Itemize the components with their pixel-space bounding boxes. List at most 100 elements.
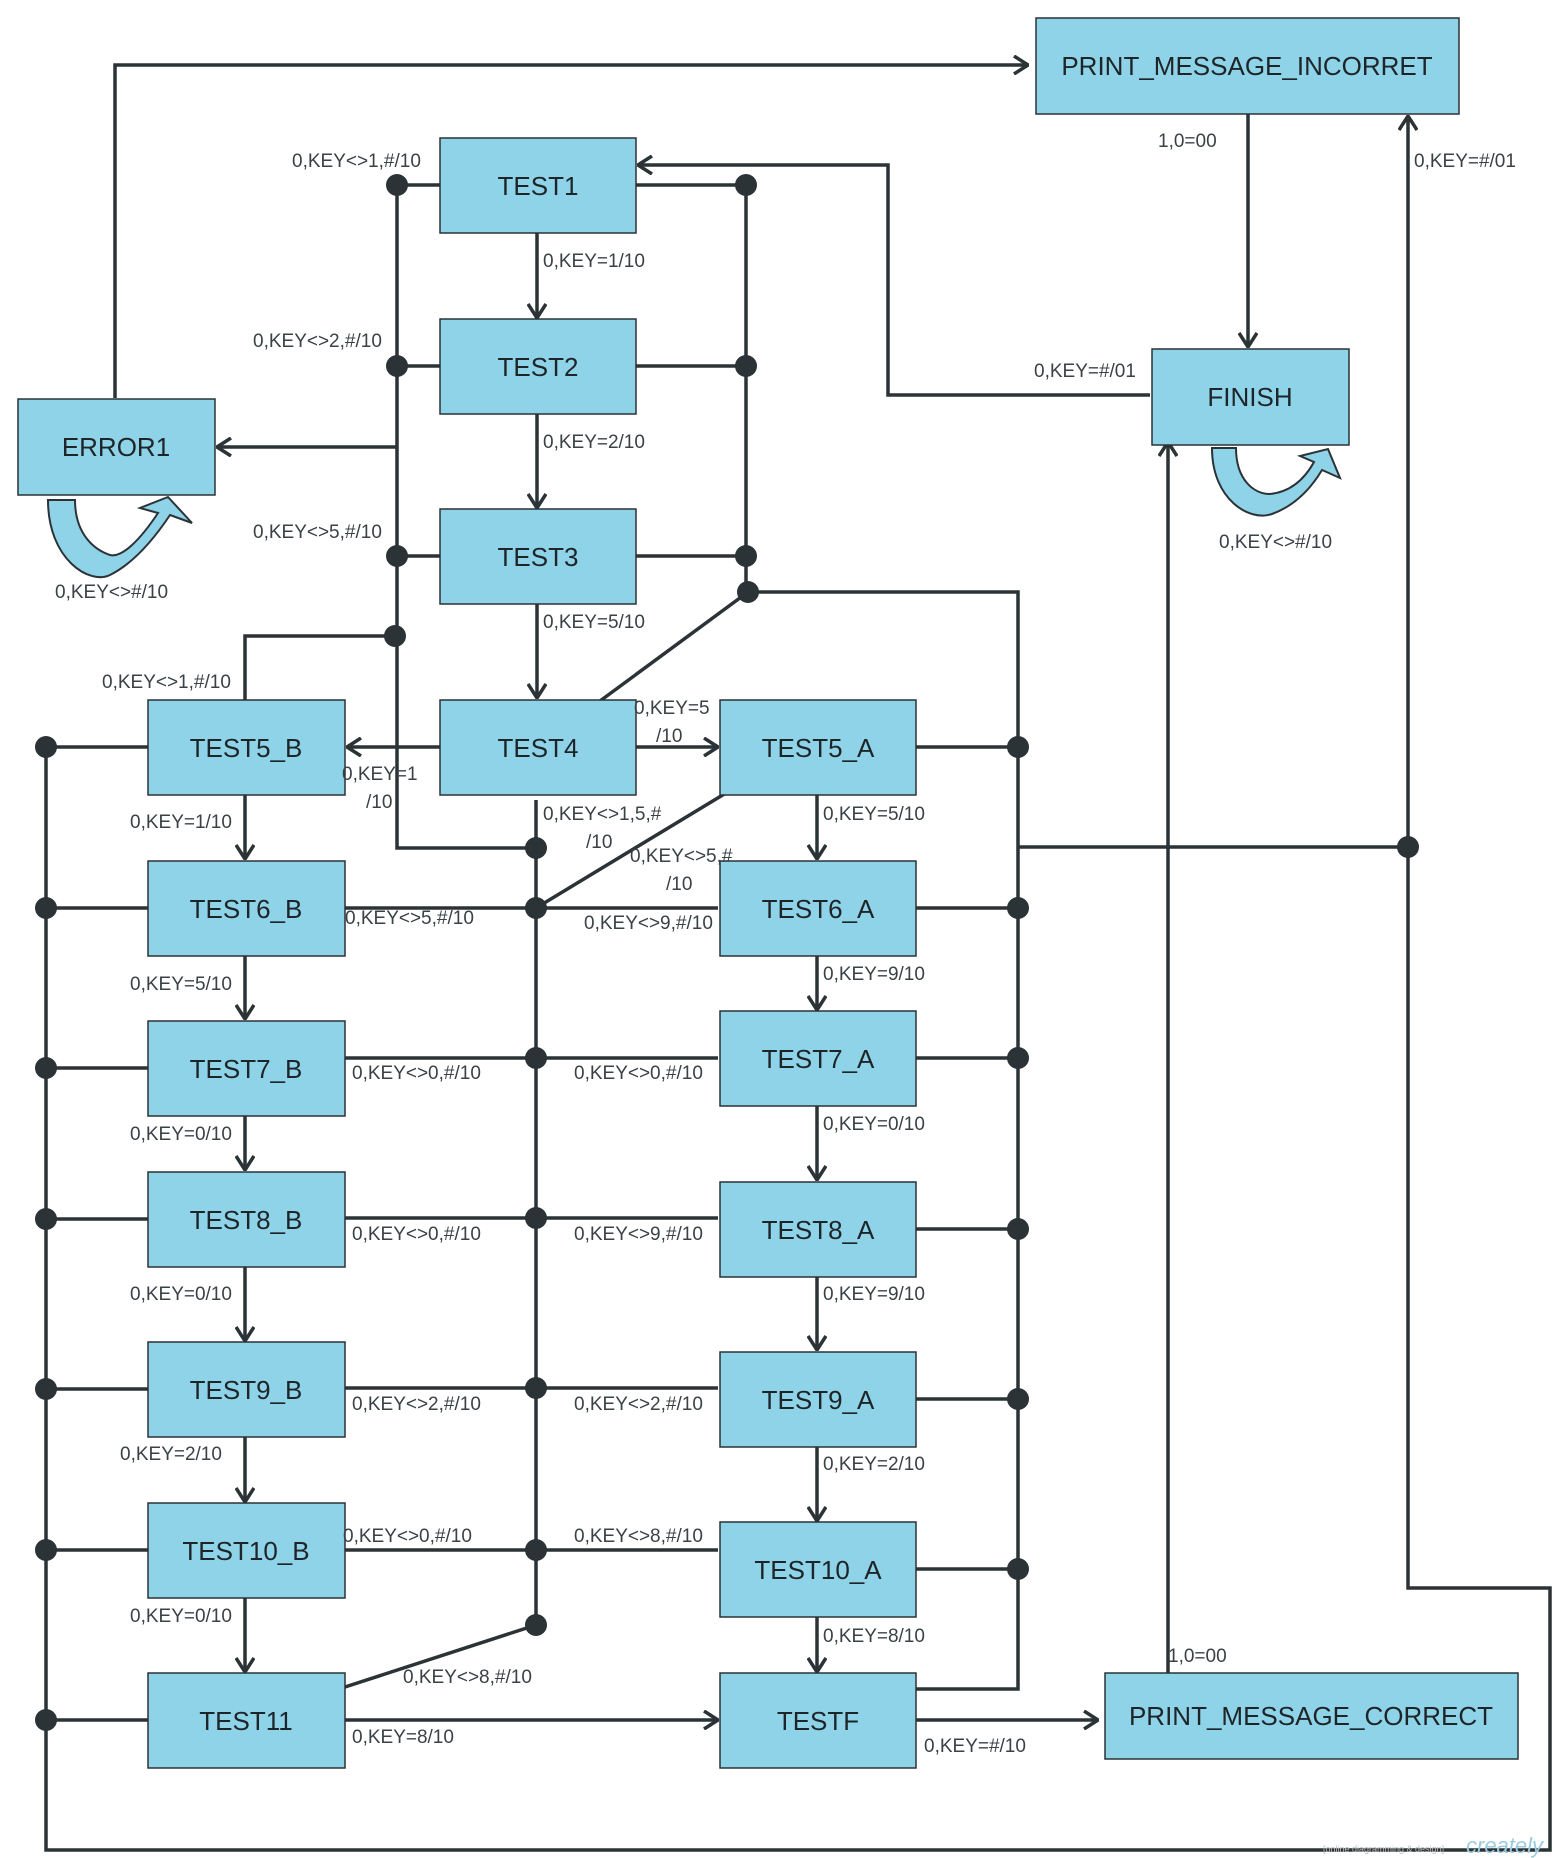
transition-label: 0,KEY<>0,#/10 (352, 1063, 481, 1084)
state-test9-a[interactable]: TEST9_A (719, 1351, 917, 1448)
connectors (44, 65, 1552, 1852)
state-test6-b[interactable]: TEST6_B (147, 860, 346, 957)
transition-label: 0,KEY=8/10 (823, 1626, 925, 1647)
junction-dot (35, 1057, 57, 1079)
transition-label: 0,KEY=1 (342, 764, 418, 785)
transition-label: 0,KEY=0/10 (130, 1606, 232, 1627)
transition-label: 0,KEY<>0,#/10 (343, 1526, 472, 1547)
junction-dot (1007, 1047, 1029, 1069)
state-test7-a[interactable]: TEST7_A (719, 1010, 917, 1107)
junction-dot (1007, 1218, 1029, 1240)
state-test2[interactable]: TEST2 (439, 318, 637, 415)
state-test1[interactable]: TEST1 (439, 137, 637, 234)
t4-diag-to-right-bus (598, 590, 750, 703)
state-label: TEST4 (498, 733, 579, 763)
state-label: TEST6_B (190, 894, 303, 924)
junction-dot (525, 1614, 547, 1636)
state-testf[interactable]: TESTF (719, 1672, 917, 1769)
transition-label: 0,KEY=#/01 (1414, 151, 1516, 172)
transition-label: 0,KEY=0/10 (823, 1114, 925, 1135)
state-test10-a[interactable]: TEST10_A (719, 1521, 917, 1618)
state-label: TEST7_A (762, 1044, 875, 1074)
upper-left-bus (395, 185, 536, 850)
junction-dot (384, 625, 406, 647)
transition-label: 0,KEY=9/10 (823, 1284, 925, 1305)
transition-label: 0,KEY<>5,# (630, 846, 733, 867)
state-label: TEST8_A (762, 1215, 875, 1245)
transition-label: 0,KEY=5/10 (543, 612, 645, 633)
transition-label: 0,KEY<>5,#/10 (345, 908, 474, 929)
transition-label: 0,KEY=#/10 (924, 1736, 1026, 1757)
transition-label: 0,KEY=9/10 (823, 964, 925, 985)
state-test7-b[interactable]: TEST7_B (147, 1020, 346, 1117)
state-print-incorrect[interactable]: PRINT_MESSAGE_INCORRET (1035, 17, 1460, 115)
junction-dot (1007, 1558, 1029, 1580)
transition-label: /10 (366, 792, 392, 813)
state-test8-a[interactable]: TEST8_A (719, 1181, 917, 1278)
state-test4[interactable]: TEST4 (439, 699, 637, 796)
transition-label: 0,KEY<>#/10 (1219, 532, 1332, 553)
transition-label: 0,KEY<>1,#/10 (292, 151, 421, 172)
transition-label: 1,0=00 (1158, 131, 1217, 152)
junction-dot (1007, 736, 1029, 758)
state-test11[interactable]: TEST11 (147, 1672, 346, 1769)
transition-label: 0,KEY<>2,#/10 (352, 1394, 481, 1415)
t11-diag-edge (344, 1623, 537, 1689)
junction-dot (735, 174, 757, 196)
transition-label: 0,KEY=2/10 (543, 432, 645, 453)
transition-label: 0,KEY<>2,#/10 (253, 331, 382, 352)
state-label: TEST11 (199, 1706, 292, 1736)
state-test3[interactable]: TEST3 (439, 508, 637, 605)
state-label: TEST9_B (190, 1375, 303, 1405)
transition-label: 0,KEY=5/10 (130, 974, 232, 995)
transition-label: 0,KEY=0/10 (130, 1124, 232, 1145)
transition-label: 0,KEY=8/10 (352, 1727, 454, 1748)
transition-label: /10 (666, 874, 692, 895)
state-label: PRINT_MESSAGE_CORRECT (1129, 1701, 1493, 1731)
junction-dot (525, 897, 547, 919)
junction-dot (386, 545, 408, 567)
state-test5-a[interactable]: TEST5_A (719, 699, 917, 796)
state-error1[interactable]: ERROR1 (17, 398, 216, 496)
state-label: TEST5_A (762, 733, 875, 763)
state-label: TEST10_B (182, 1536, 309, 1566)
junction-dot (386, 174, 408, 196)
state-test8-b[interactable]: TEST8_B (147, 1171, 346, 1268)
state-test6-a[interactable]: TEST6_A (719, 860, 917, 957)
state-label: TEST3 (498, 542, 579, 572)
state-print-correct[interactable]: PRINT_MESSAGE_CORRECT (1104, 1672, 1519, 1760)
transition-label: /10 (586, 832, 612, 853)
state-label: TEST8_B (190, 1205, 303, 1235)
creately-logo: creately (1466, 1833, 1545, 1858)
state-test9-b[interactable]: TEST9_B (147, 1341, 346, 1438)
transition-label: 0,KEY<>#/10 (55, 582, 168, 603)
state-label: TESTF (777, 1706, 859, 1736)
state-label: TEST2 (498, 352, 579, 382)
junction-dot (525, 837, 547, 859)
right-bus-to-column (748, 590, 1020, 1691)
state-label: FINISH (1207, 382, 1292, 412)
transition-label: 0,KEY=2/10 (120, 1444, 222, 1465)
transition-label: 0,KEY=0/10 (130, 1284, 232, 1305)
state-test10-b[interactable]: TEST10_B (147, 1502, 346, 1599)
junctions (35, 174, 1419, 1731)
transition-labels: 0,KEY<>1,#/10 0,KEY=1/10 0,KEY<>2,#/10 0… (55, 131, 1516, 1757)
junction-dot (35, 1709, 57, 1731)
transition-label: 0,KEY<>8,#/10 (403, 1667, 532, 1688)
state-test5-b[interactable]: TEST5_B (147, 699, 346, 796)
transition-label: 0,KEY=5 (634, 698, 710, 719)
transition-label: 0,KEY=1/10 (130, 812, 232, 833)
transition-label: 0,KEY=1/10 (543, 251, 645, 272)
t5b-not1-edge (243, 634, 395, 700)
junction-dot (35, 897, 57, 919)
finish-to-t1-edge (638, 165, 1150, 397)
transition-label: 0,KEY<>8,#/10 (574, 1526, 703, 1547)
transition-label: /10 (656, 726, 682, 747)
finish-self-loop (1210, 447, 1342, 517)
transition-label: 0,KEY<>0,#/10 (352, 1224, 481, 1245)
junction-dot (35, 1539, 57, 1561)
junction-dot (737, 581, 759, 603)
state-finish[interactable]: FINISH (1151, 348, 1350, 446)
state-label: TEST7_B (190, 1054, 303, 1084)
